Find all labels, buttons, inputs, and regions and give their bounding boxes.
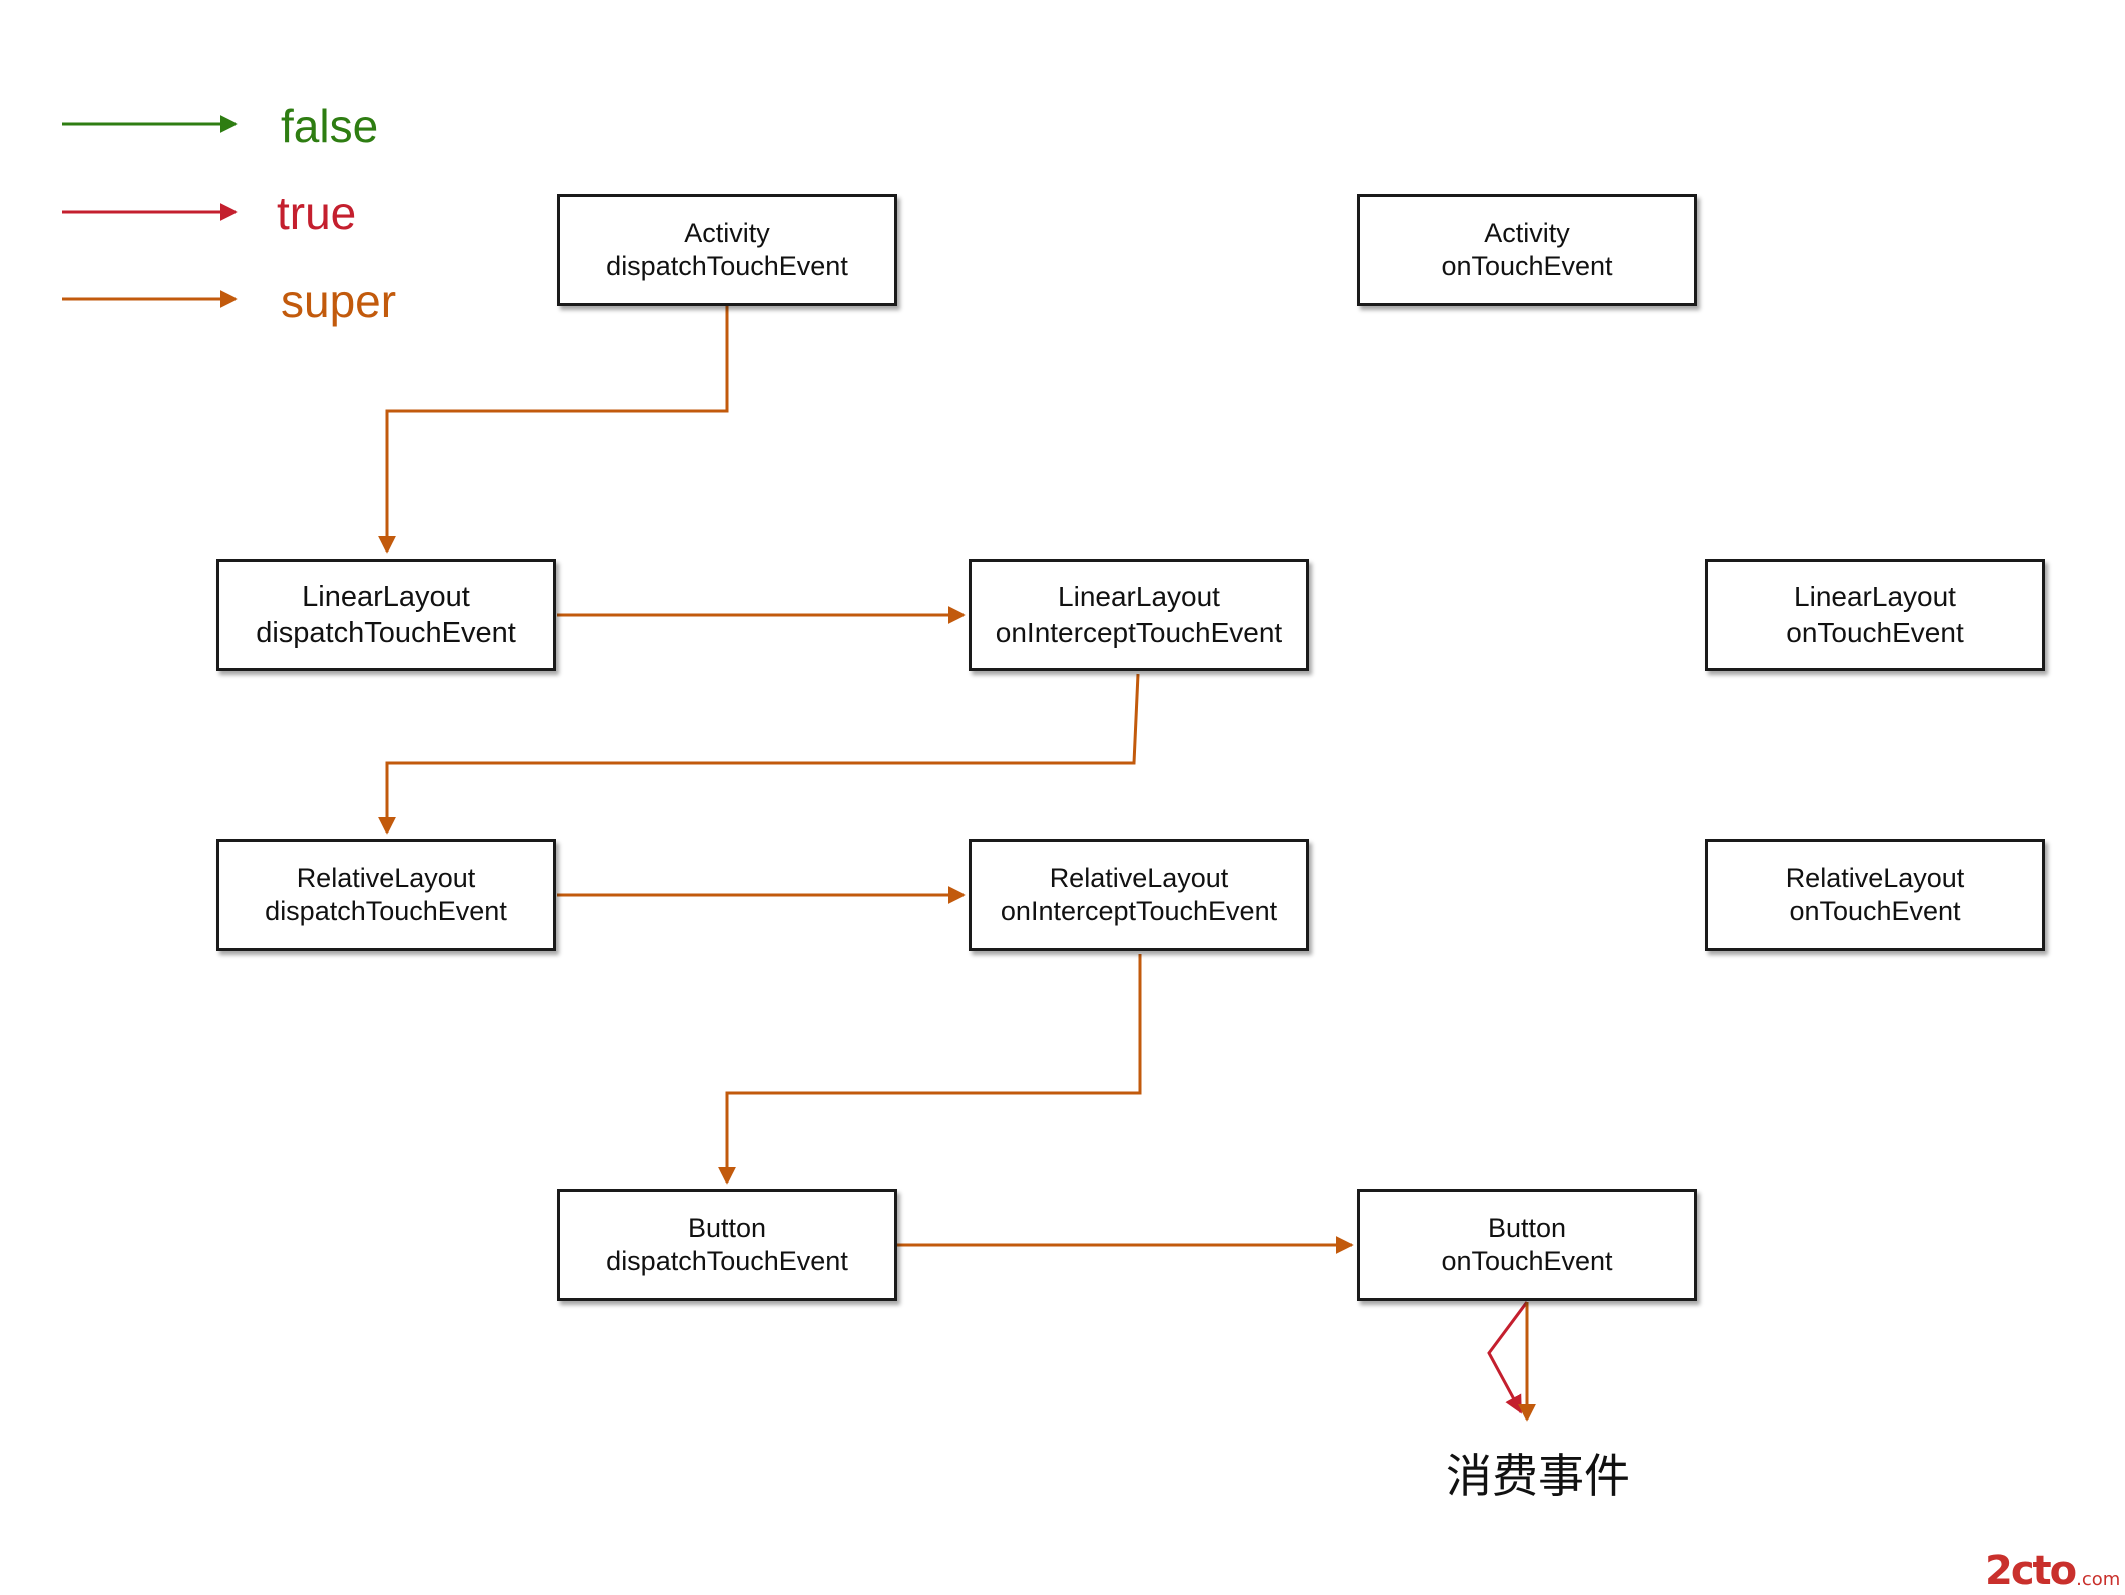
node-title: RelativeLayout <box>1785 863 1965 893</box>
node-linear-intercept: LinearLayout onInterceptTouchEvent <box>969 559 1309 671</box>
node-activity-dispatch: Activity dispatchTouchEvent <box>557 194 897 306</box>
legend-super-label: super <box>281 275 397 327</box>
node-method: onTouchEvent <box>1441 251 1613 281</box>
node-method: onInterceptTouchEvent <box>995 617 1283 648</box>
node-linear-touch: LinearLayout onTouchEvent <box>1705 559 2045 671</box>
node-method: onTouchEvent <box>1441 1246 1613 1276</box>
node-activity-touch: Activity onTouchEvent <box>1357 194 1697 306</box>
node-method: onTouchEvent <box>1786 617 1964 648</box>
node-button-dispatch: Button dispatchTouchEvent <box>557 1189 897 1301</box>
watermark-mark: 2cto <box>1985 1548 2077 1594</box>
node-title: LinearLayout <box>302 581 470 613</box>
node-title: LinearLayout <box>1794 581 1956 612</box>
watermark-domain: .com <box>2076 1569 2121 1590</box>
node-method: dispatchTouchEvent <box>606 1246 848 1276</box>
consume-event-caption: 消费事件 <box>1446 1449 1630 1503</box>
legend-true-label: true <box>277 187 357 239</box>
node-title: LinearLayout <box>1058 581 1220 612</box>
node-title: Button <box>687 1213 767 1243</box>
watermark: 2cto .com <box>1985 1548 2120 1594</box>
node-title: Activity <box>684 218 770 248</box>
node-method: onTouchEvent <box>1789 896 1961 926</box>
node-title: RelativeLayout <box>296 863 476 893</box>
legend-false-label: false <box>281 100 379 152</box>
node-linear-dispatch: LinearLayout dispatchTouchEvent <box>216 559 556 671</box>
node-relative-dispatch: RelativeLayout dispatchTouchEvent <box>216 839 556 951</box>
node-relative-touch: RelativeLayout onTouchEvent <box>1705 839 2045 951</box>
node-method: onInterceptTouchEvent <box>1000 896 1278 926</box>
edge-linear-intercept-to-relative-dispatch <box>378 673 1140 835</box>
edge-relative-intercept-to-button-dispatch <box>718 954 1142 1185</box>
edge-activity-dispatch-to-linear-dispatch <box>378 306 729 554</box>
node-relative-intercept: RelativeLayout onInterceptTouchEvent <box>969 839 1309 951</box>
node-method: dispatchTouchEvent <box>606 251 848 281</box>
node-title: RelativeLayout <box>1049 863 1229 893</box>
node-title: Activity <box>1484 218 1570 248</box>
node-button-touch: Button onTouchEvent <box>1357 1189 1697 1301</box>
node-method: dispatchTouchEvent <box>265 896 507 926</box>
node-title: Button <box>1487 1213 1567 1243</box>
edge-button-touch-true-to-consume <box>1487 1301 1529 1414</box>
node-method: dispatchTouchEvent <box>256 617 516 649</box>
